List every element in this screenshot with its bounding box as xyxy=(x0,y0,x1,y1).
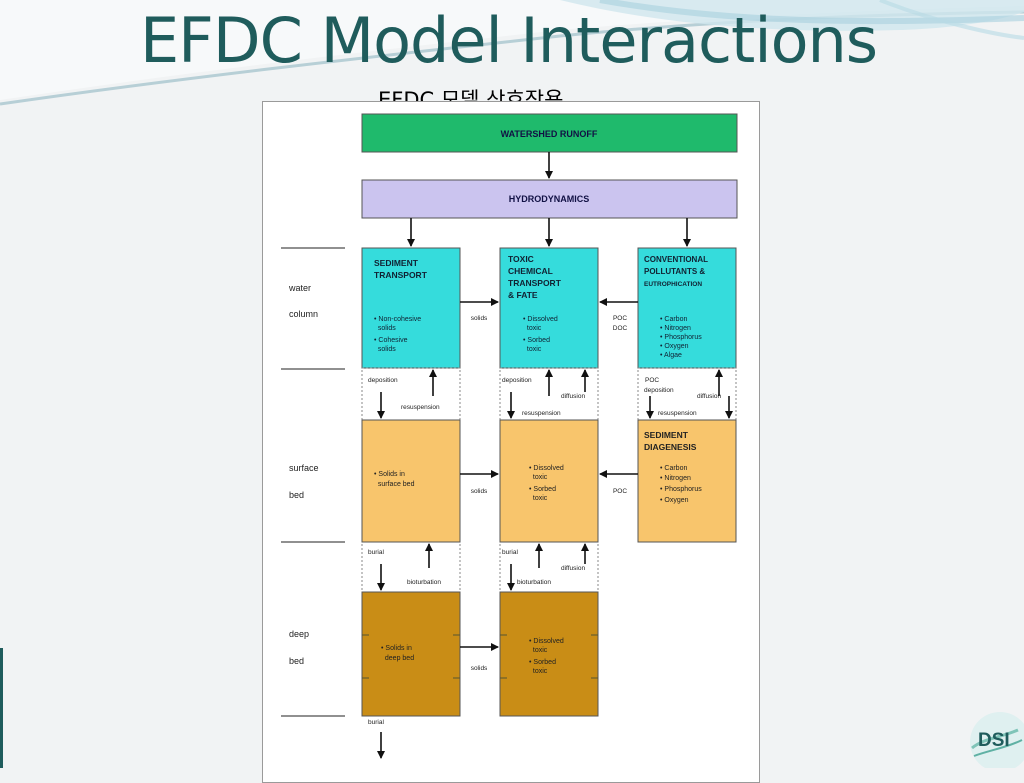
deep-solids-item-1: • Solids in xyxy=(381,645,412,652)
conventional-item-3: • Phosphorus xyxy=(660,334,702,341)
layer-surface-line1: surface xyxy=(289,463,319,473)
toxic-chemical-title-4: & FATE xyxy=(508,290,538,300)
sediment-transport-title-1: SEDIMENT xyxy=(374,258,419,268)
label-resuspension-2: resuspension xyxy=(522,410,561,417)
sediment-transport-item-4: solids xyxy=(374,346,396,353)
flow-arrows xyxy=(377,152,733,759)
surface-toxic-item-4: toxic xyxy=(529,495,548,502)
sediment-transport-item-3: • Cohesive xyxy=(374,337,408,344)
label-diffusion-3: diffusion xyxy=(561,565,585,572)
label-poc-water: POC xyxy=(613,315,627,322)
dsi-logo-text: DSI xyxy=(978,730,1010,751)
sediment-diagenesis-item-2: • Nitrogen xyxy=(660,475,691,482)
toxic-chemical-title-2: CHEMICAL xyxy=(508,266,553,276)
slide-title: EFDC Model Interactions xyxy=(140,4,878,77)
watershed-runoff-label: WATERSHED RUNOFF xyxy=(501,129,598,139)
surface-toxic-box xyxy=(499,419,599,543)
label-bioturbation-1: bioturbation xyxy=(407,579,441,586)
left-accent-bar xyxy=(0,648,3,768)
surface-solids-item-2: surface bed xyxy=(374,481,415,488)
hydrodynamics-label: HYDRODYNAMICS xyxy=(509,194,590,204)
deep-solids-item-2: deep bed xyxy=(381,655,414,662)
layer-deep-line2: bed xyxy=(289,656,304,666)
sediment-diagenesis-title-2: DIAGENESIS xyxy=(644,442,697,452)
sediment-transport-title-2: TRANSPORT xyxy=(374,270,428,280)
surface-solids-box xyxy=(361,419,461,543)
layer-surface-line2: bed xyxy=(289,490,304,500)
layer-separators xyxy=(281,247,345,717)
interaction-diagram: WATERSHED RUNOFF HYDRODYNAMICS water col… xyxy=(281,113,738,759)
label-deposition-3: deposition xyxy=(644,387,674,394)
conventional-item-4: • Oxygen xyxy=(660,343,689,350)
label-deposition-1: deposition xyxy=(368,377,398,384)
label-diffusion-2: diffusion xyxy=(697,393,721,400)
sediment-transport-item-2: solids xyxy=(374,325,396,332)
label-burial-1: burial xyxy=(368,549,384,556)
label-solids-surface: solids xyxy=(471,488,488,495)
toxic-chemical-title-3: TRANSPORT xyxy=(508,278,562,288)
label-diffusion-1: diffusion xyxy=(561,393,585,400)
toxic-chemical-item-4: toxic xyxy=(523,346,542,353)
surface-toxic-item-2: toxic xyxy=(529,474,548,481)
label-solids-deep: solids xyxy=(471,665,488,672)
deep-toxic-item-2: toxic xyxy=(529,647,548,654)
sediment-diagenesis-item-3: • Phosphorus xyxy=(660,486,702,493)
toxic-chemical-item-3: • Sorbed xyxy=(523,337,550,344)
sediment-diagenesis-title-1: SEDIMENT xyxy=(644,430,689,440)
deep-bed-ticks xyxy=(362,634,598,679)
conventional-item-1: • Carbon xyxy=(660,316,687,323)
sediment-diagenesis-item-1: • Carbon xyxy=(660,465,687,472)
surface-toxic-item-1: • Dissolved xyxy=(529,465,564,472)
toxic-chemical-item-1: • Dissolved xyxy=(523,316,558,323)
conventional-item-2: • Nitrogen xyxy=(660,325,691,332)
watershed-runoff-box xyxy=(361,113,738,153)
label-burial-3: burial xyxy=(368,719,384,726)
label-resuspension-1: resuspension xyxy=(401,404,440,411)
conventional-item-5: • Algae xyxy=(660,352,682,359)
label-doc-water: DOC xyxy=(613,325,628,332)
deep-toxic-item-3: • Sorbed xyxy=(529,659,556,666)
label-burial-2: burial xyxy=(502,549,518,556)
deep-solids-box xyxy=(361,591,461,717)
conventional-pollutants-box xyxy=(637,247,737,369)
label-poc-surface: POC xyxy=(613,488,627,495)
surface-solids-item-1: • Solids in xyxy=(374,471,405,478)
surface-toxic-item-3: • Sorbed xyxy=(529,486,556,493)
sediment-transport-item-1: • Non-cohesive xyxy=(374,316,421,323)
label-solids-water: solids xyxy=(471,315,488,322)
label-bioturbation-2: bioturbation xyxy=(517,579,551,586)
deep-toxic-box xyxy=(499,591,599,717)
toxic-chemical-item-2: toxic xyxy=(523,325,542,332)
diagram-frame: WATERSHED RUNOFF HYDRODYNAMICS water col… xyxy=(262,101,760,783)
layer-deep-line1: deep xyxy=(289,629,309,639)
hydrodynamics-box xyxy=(361,179,738,219)
conventional-title-2: POLLUTANTS & xyxy=(644,267,705,276)
dsi-logo: DSI xyxy=(966,708,1024,772)
sediment-diagenesis-item-4: • Oxygen xyxy=(660,497,689,504)
conventional-title-3: EUTROPHICATION xyxy=(644,281,702,288)
label-deposition-2: deposition xyxy=(502,377,532,384)
label-poc-exchange: POC xyxy=(645,377,659,384)
sediment-diagenesis-box xyxy=(637,419,737,543)
layer-water-line2: column xyxy=(289,309,318,319)
deep-toxic-item-4: toxic xyxy=(529,668,548,675)
toxic-chemical-title-1: TOXIC xyxy=(508,254,534,264)
layer-water-line1: water xyxy=(288,283,311,293)
conventional-title-1: CONVENTIONAL xyxy=(644,255,708,264)
deep-toxic-item-1: • Dissolved xyxy=(529,638,564,645)
label-resuspension-3: resuspension xyxy=(658,410,697,417)
